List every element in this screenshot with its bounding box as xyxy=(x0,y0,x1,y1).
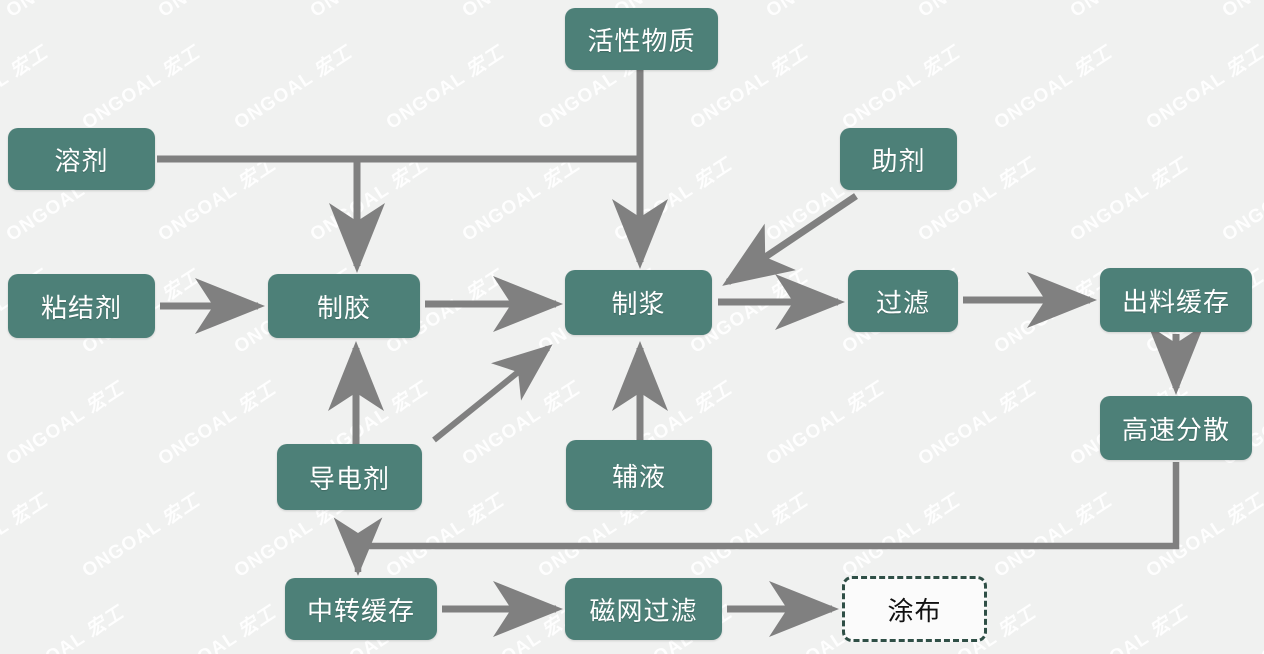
node-label: 制胶 xyxy=(316,292,371,323)
node-label: 出料缓存 xyxy=(1121,286,1230,317)
node-zhanjieji[interactable]: 粘结剂 xyxy=(8,274,155,338)
node-label: 涂布 xyxy=(887,595,942,626)
node-chuliao[interactable]: 出料缓存 xyxy=(1100,268,1252,332)
node-label: 高速分散 xyxy=(1121,414,1230,445)
node-fuye[interactable]: 辅液 xyxy=(566,440,712,510)
node-gaosu[interactable]: 高速分散 xyxy=(1100,396,1252,460)
edge-zhuji-zhijiang xyxy=(722,193,858,286)
node-label: 过滤 xyxy=(875,287,930,318)
node-zhijiang[interactable]: 制浆 xyxy=(565,270,712,335)
node-label: 活性物质 xyxy=(587,25,696,56)
node-daodianji[interactable]: 导电剂 xyxy=(277,444,422,510)
node-label: 粘结剂 xyxy=(40,292,122,323)
node-rongji[interactable]: 溶剂 xyxy=(8,128,155,190)
node-guolv[interactable]: 过滤 xyxy=(848,270,958,332)
node-zhijiao[interactable]: 制胶 xyxy=(268,274,420,338)
node-zhongzhuan[interactable]: 中转缓存 xyxy=(285,578,437,640)
node-label: 辅液 xyxy=(611,461,666,492)
node-label: 制浆 xyxy=(611,289,666,319)
node-label: 中转缓存 xyxy=(306,595,415,626)
edge-gaosu-zhongzhuan xyxy=(333,462,1180,576)
node-label: 助剂 xyxy=(871,145,926,176)
node-tubu[interactable]: 涂布 xyxy=(842,576,987,642)
node-label: 导电剂 xyxy=(308,463,390,494)
node-label: 溶剂 xyxy=(54,145,109,176)
edge-daodianji-zhijiang xyxy=(432,344,553,443)
node-huoxing[interactable]: 活性物质 xyxy=(565,8,718,70)
node-ciwang[interactable]: 磁网过滤 xyxy=(565,578,722,640)
node-zhuji[interactable]: 助剂 xyxy=(840,128,957,190)
node-label: 磁网过滤 xyxy=(589,595,698,626)
